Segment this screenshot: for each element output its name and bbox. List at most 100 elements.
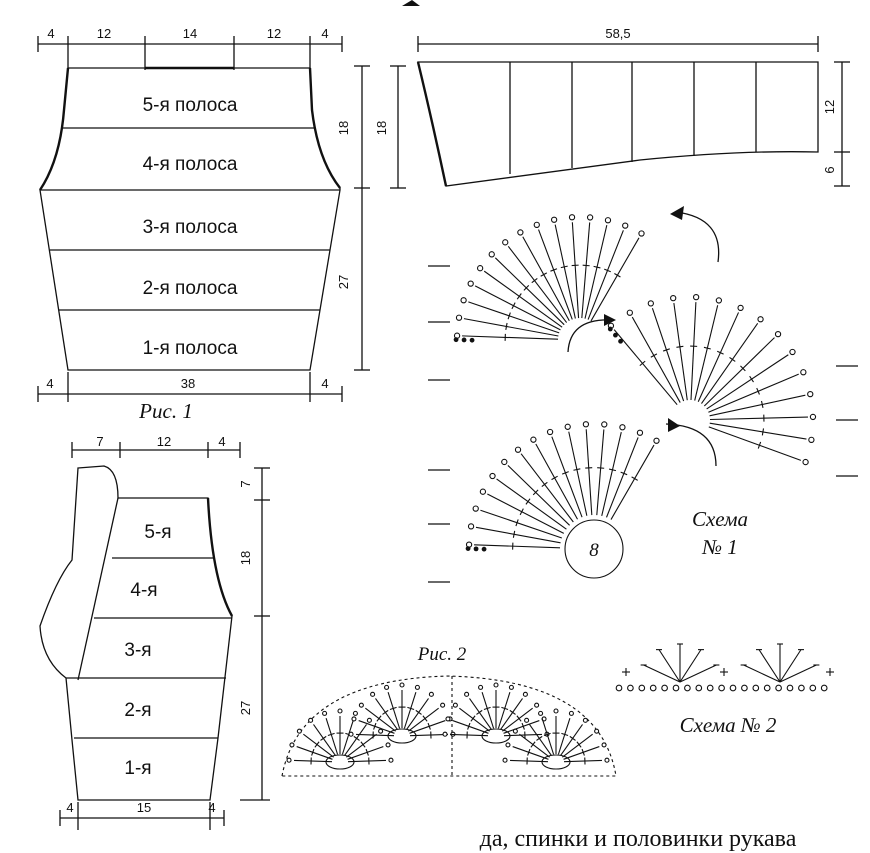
double-crochet-stitch xyxy=(408,707,439,732)
fig1-right-dimension-lines xyxy=(354,65,406,371)
stitch-crossbar xyxy=(541,481,548,488)
scheme-2-fan xyxy=(640,643,720,683)
scheme-1-caption-line-2: № 1 xyxy=(701,535,738,559)
stitch-crossbar xyxy=(382,709,389,715)
double-crochet-stitch xyxy=(568,431,588,516)
stitch-crossbar xyxy=(519,508,524,516)
scheme-1-caption-line-1: Схема xyxy=(692,507,748,531)
double-crochet-stitch xyxy=(779,664,817,683)
double-crochet-stitch xyxy=(497,691,511,729)
chain-stitch xyxy=(289,742,295,748)
chain-stitch xyxy=(695,684,703,692)
fig1-band-3-label: 3-я полоса xyxy=(143,217,238,238)
chain-stitch xyxy=(524,717,530,723)
double-crochet-stitch xyxy=(502,707,533,732)
stitch-crossbar xyxy=(573,468,581,471)
double-crochet-stitch xyxy=(475,526,561,544)
chain-stitch xyxy=(533,221,540,228)
stitch-crossbar xyxy=(551,475,558,481)
double-crochet-stitch xyxy=(529,724,552,756)
sleeve-dim-top-middle: 12 xyxy=(157,434,171,449)
chain-stitch xyxy=(460,297,467,304)
chain-stitch xyxy=(414,684,420,690)
chain-stitch xyxy=(442,731,448,737)
double-crochet-stitch xyxy=(519,733,550,758)
scheme-2-crochet-chart: Схема № 2 xyxy=(615,643,834,737)
fig1-band-5-label: 5-я полоса xyxy=(143,95,238,116)
stitch-crossbar xyxy=(756,387,760,395)
double-crochet-stitch xyxy=(703,337,775,407)
chain-stitch xyxy=(464,691,470,697)
stitch-crossbar xyxy=(314,741,320,748)
stitch-crossbar xyxy=(560,265,568,269)
sleeve-dim-cap-height: 18 xyxy=(238,551,253,565)
chain-stitch xyxy=(352,710,358,716)
double-crochet-stitch xyxy=(481,691,495,729)
stitch-crossbar xyxy=(761,428,765,436)
yoke-dim-length: 58,5 xyxy=(605,26,630,41)
chain-stitch xyxy=(452,702,458,708)
double-crochet-stitch xyxy=(294,759,333,763)
stitch-crossbar xyxy=(407,706,415,711)
scheme-1-direction-arrow xyxy=(665,423,717,467)
chain-stitch xyxy=(286,757,292,763)
slip-stitch xyxy=(453,337,459,343)
double-crochet-stitch xyxy=(709,422,807,440)
chain-stitch xyxy=(534,702,540,708)
chain-stitch xyxy=(467,523,475,530)
chain-stitch xyxy=(445,716,451,722)
chain-stitch xyxy=(351,716,357,722)
double-crochet-stitch xyxy=(494,257,565,326)
figure-1-front-back-schematic: 4 12 14 12 4 5-я полоса 4-я полоса 3-я п… xyxy=(37,26,406,423)
double-crochet-stitch xyxy=(468,301,560,334)
fig1-top-dimension-line xyxy=(37,36,343,70)
chain-stitch xyxy=(729,684,737,692)
scheme-2-fan xyxy=(740,643,820,683)
stitch-crossbar xyxy=(757,441,762,449)
stitch-crossbar xyxy=(415,709,422,715)
stitch-crossbar xyxy=(373,722,377,730)
chain-stitch xyxy=(808,436,815,443)
stitch-crossbar xyxy=(561,732,569,737)
double-crochet-stitch xyxy=(779,649,802,683)
stray-mark xyxy=(402,0,420,6)
double-crochet-stitch xyxy=(557,717,571,755)
stitch-crossbar xyxy=(631,476,638,481)
stitch-crossbar xyxy=(530,741,536,748)
double-crochet-stitch xyxy=(341,717,355,755)
double-crochet-stitch xyxy=(581,222,591,319)
double-crochet-stitch xyxy=(387,691,401,729)
chain-stitch xyxy=(752,684,760,692)
double-crochet-stitch xyxy=(610,444,655,520)
chain-stitch xyxy=(820,684,828,692)
stitch-crossbar xyxy=(360,741,366,748)
double-crochet-stitch xyxy=(708,426,802,461)
double-crochet-stitch xyxy=(347,759,386,763)
fig1-caption: Рис. 1 xyxy=(138,399,193,423)
stitch-crossbar xyxy=(376,715,382,722)
chain-stitch xyxy=(370,691,376,697)
double-crochet-stitch xyxy=(643,664,681,683)
double-crochet-stitch xyxy=(346,733,377,758)
stitch-crossbar xyxy=(311,748,315,756)
double-crochet-stitch xyxy=(697,312,740,402)
chain-stitch xyxy=(604,217,612,224)
stitch-crossbar xyxy=(536,735,543,741)
fig2-caption: Рис. 2 xyxy=(417,644,467,665)
double-crochet-stitch xyxy=(551,436,583,518)
chain-stitch xyxy=(553,708,559,714)
fig1-band-1-label: 1-я полоса xyxy=(143,338,238,359)
stitch-crossbar xyxy=(511,302,516,310)
stitch-crossbar xyxy=(353,735,360,741)
fig1-dim-bottom-width: 38 xyxy=(181,376,195,391)
chain-stitch xyxy=(582,717,588,723)
yoke-curved-edge xyxy=(416,61,448,187)
chain-stitch xyxy=(530,436,537,443)
stitch-crossbar xyxy=(512,530,516,538)
fig1-dim-lower-height: 27 xyxy=(336,275,351,289)
chain-stitch xyxy=(737,304,744,312)
double-crochet-stitch xyxy=(313,724,336,756)
double-crochet-stitch xyxy=(522,236,570,322)
stitch-crossbar xyxy=(576,741,582,748)
double-crochet-stitch xyxy=(496,478,567,530)
